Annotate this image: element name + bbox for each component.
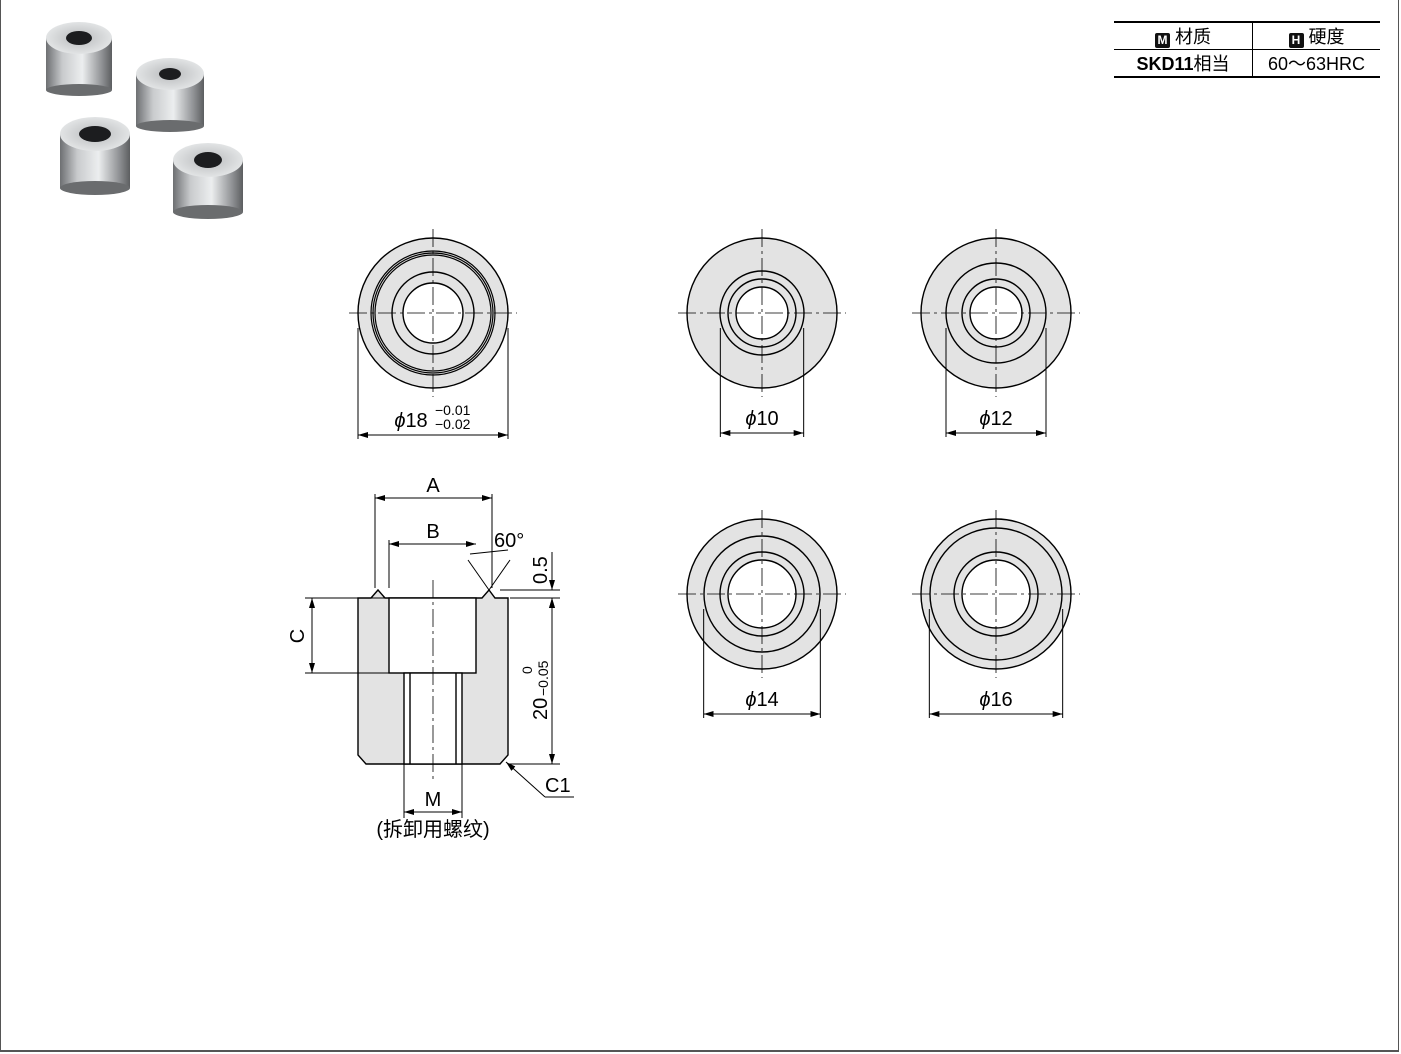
hardness-value: 60～63HRC: [1267, 54, 1366, 74]
dim-a-label: A: [426, 475, 440, 497]
diameter-value: 16: [990, 689, 1012, 711]
height-tol-upper: 0: [519, 666, 535, 674]
thread-note: (拆卸用螺纹): [376, 818, 489, 841]
diameter-value: 18: [405, 410, 427, 432]
bushing-photo: [136, 58, 204, 132]
bushing-photo: [60, 117, 130, 195]
groove-circle: [374, 254, 492, 372]
bushing-photo: [46, 22, 112, 96]
tolerance-upper: −0.01: [435, 402, 471, 418]
diameter-label: ϕ18: [394, 410, 427, 432]
section-labels: A B 60° 0.5 C 20 0 −0.05 C1 M (拆卸用螺纹): [287, 475, 571, 841]
phi-symbol: ϕ: [745, 408, 756, 430]
dim-b-label: B: [426, 521, 439, 543]
section-dimensions: [305, 494, 574, 818]
material-badge-icon: M: [1155, 33, 1170, 48]
chamfer-label: C1: [545, 775, 571, 797]
counterbore: [388, 597, 477, 674]
diameter-value: 14: [756, 689, 778, 711]
angle-label: 60°: [494, 530, 524, 552]
product-photos: [46, 22, 243, 219]
top-view: ϕ18 −0.01−0.02: [349, 229, 517, 439]
material-value: SKD11相当: [1114, 49, 1253, 77]
hardness-badge-icon: H: [1288, 33, 1304, 48]
phi-symbol: ϕ: [394, 410, 405, 432]
diameter-value: 10: [756, 408, 778, 430]
inner-circle: [703, 535, 821, 653]
diameter-label: ϕ16: [979, 689, 1012, 711]
height-label: 20: [530, 698, 552, 720]
phi-symbol: ϕ: [979, 408, 990, 430]
bushing-photo: [173, 143, 243, 219]
diameter-label: ϕ12: [979, 408, 1012, 430]
depth-label: 0.5: [530, 556, 552, 584]
top-view: ϕ16: [912, 510, 1080, 718]
diameter-value: 12: [990, 408, 1012, 430]
phi-symbol: ϕ: [979, 689, 990, 711]
top-view: ϕ10: [678, 229, 846, 437]
dim-c-label: C: [287, 629, 309, 643]
height-tol-lower: −0.05: [535, 660, 551, 696]
top-view: ϕ12: [912, 229, 1080, 437]
top-view: ϕ14: [678, 510, 846, 718]
dim-m-label: M: [425, 789, 442, 811]
tolerance-lower: −0.02: [435, 416, 471, 432]
section-view: [357, 580, 509, 780]
diameter-label: ϕ14: [745, 689, 778, 711]
diameter-label: ϕ10: [745, 408, 778, 430]
phi-symbol: ϕ: [745, 689, 756, 711]
